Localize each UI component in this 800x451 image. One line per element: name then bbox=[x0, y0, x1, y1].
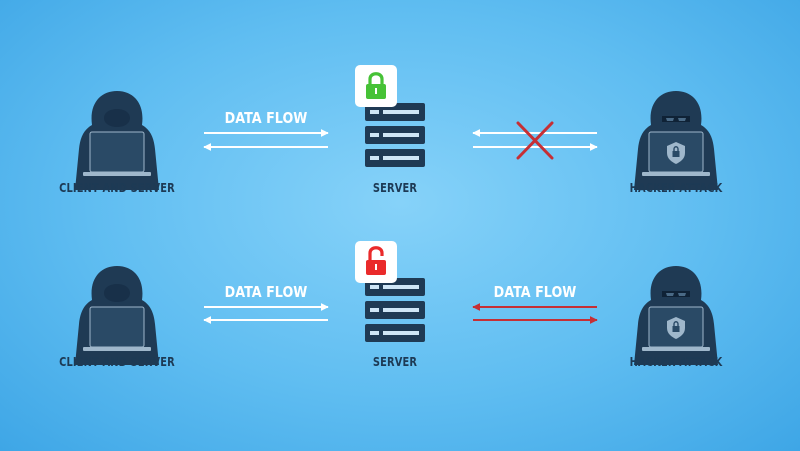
data-flow-arrows-row1-left bbox=[203, 129, 329, 151]
hacker-figure-row1 bbox=[634, 91, 718, 190]
data-flow-arrows-row2-left bbox=[203, 303, 329, 324]
hacker-mask-icon bbox=[662, 291, 690, 297]
laptop-icon bbox=[83, 131, 151, 176]
server-rack-icon bbox=[365, 103, 425, 167]
padlock-unlocked-icon bbox=[355, 241, 397, 283]
client-label-row2: CLIENT AND SERVER bbox=[59, 355, 175, 369]
hooded-user-icon bbox=[104, 109, 130, 127]
server-label-row1: SERVER bbox=[372, 181, 418, 195]
blocked-x-icon bbox=[516, 121, 554, 160]
attack-arrows-row2 bbox=[472, 303, 598, 324]
client-figure-row2 bbox=[75, 266, 159, 365]
shield-lock-icon bbox=[667, 317, 685, 339]
hacker-figure-row2 bbox=[634, 266, 718, 365]
client-figure-row1 bbox=[75, 91, 159, 190]
attack-arrows-row1-blocked bbox=[472, 129, 598, 151]
shield-lock-icon bbox=[667, 142, 685, 164]
padlock-locked-icon bbox=[355, 65, 397, 107]
hacker-label-row1: HACKER ATTACK bbox=[629, 181, 723, 195]
server-rack-icon bbox=[365, 278, 425, 342]
hacker-label-row2: HACKER ATTACK bbox=[629, 355, 723, 369]
data-flow-label-row2-left: DATA FLOW bbox=[224, 283, 308, 301]
server-label-row2: SERVER bbox=[372, 355, 418, 369]
hooded-user-icon bbox=[104, 284, 130, 302]
hacker-mask-icon bbox=[662, 116, 690, 122]
data-flow-label-row2-right: DATA FLOW bbox=[493, 283, 577, 301]
laptop-icon bbox=[83, 306, 151, 351]
data-flow-label-row1-left: DATA FLOW bbox=[224, 109, 308, 127]
client-label-row1: CLIENT AND SERVER bbox=[59, 181, 175, 195]
